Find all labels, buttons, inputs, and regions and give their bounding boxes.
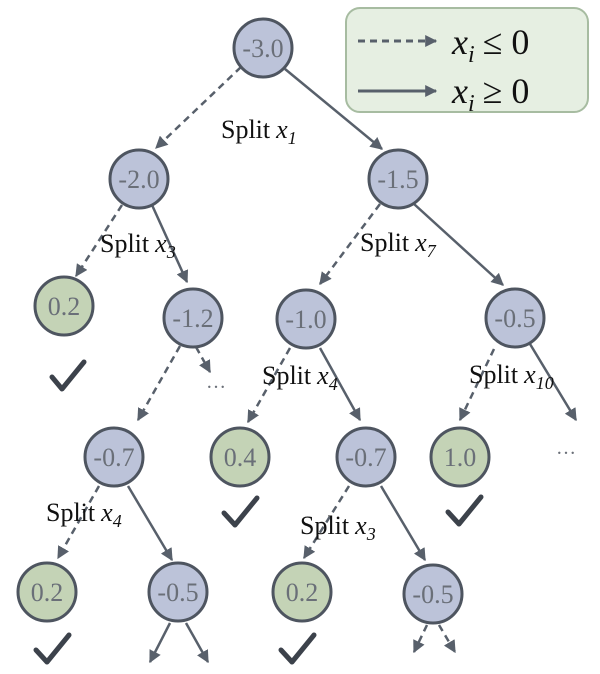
svg-text:-0.5: -0.5 [412, 580, 453, 609]
edge-n12-left [148, 622, 172, 664]
leaf-node: 1.0 [429, 426, 491, 488]
edge-n5-n9 [318, 347, 362, 422]
svg-text:-1.2: -1.2 [172, 304, 213, 333]
node: -1.5 [367, 148, 429, 210]
svg-text:-0.7: -0.7 [93, 443, 134, 472]
leaf-node: 0.4 [209, 426, 271, 488]
edge-n9-n13 [302, 485, 351, 560]
svg-text:1.0: 1.0 [444, 443, 477, 472]
edge-n0-n2 [284, 68, 383, 150]
leaf-node: 0.2 [33, 275, 95, 337]
edge-n14-left [412, 624, 429, 654]
check-icon [221, 495, 260, 528]
svg-text:0.2: 0.2 [286, 578, 319, 607]
node-root: -3.0 [232, 17, 294, 79]
edge-n6-right [528, 343, 578, 422]
tree-nodes: -3.0 -2.0 -1.5 0.2 -1.2 -1.0 -0.5 -0.7 [16, 17, 546, 625]
check-icon [33, 632, 72, 665]
node: -1.2 [162, 287, 224, 349]
legend-dashed-label: xi≤ 0 [451, 22, 529, 68]
ellipsis-n6: … [556, 437, 576, 459]
edge-n5-n8 [246, 347, 292, 424]
edge-n7-n12 [126, 485, 174, 562]
edge-n4-ellipsis [194, 346, 212, 374]
tree-edges [56, 66, 578, 664]
node: -0.7 [335, 426, 397, 488]
svg-text:-3.0: -3.0 [242, 34, 283, 63]
edge-n1-n3 [74, 204, 124, 278]
svg-text:-0.5: -0.5 [494, 304, 535, 333]
node: -2.0 [108, 148, 170, 210]
ellipsis-n4: … [206, 371, 226, 393]
legend-solid-label: xi≥ 0 [451, 71, 529, 117]
legend: xi≤ 0 xi≥ 0 [345, 7, 589, 117]
check-marks [33, 359, 484, 665]
svg-text:-1.5: -1.5 [377, 165, 418, 194]
node: -0.5 [147, 561, 209, 623]
svg-text:-0.5: -0.5 [157, 578, 198, 607]
svg-text:0.4: 0.4 [224, 443, 257, 472]
node: -0.5 [402, 563, 464, 625]
svg-text:-2.0: -2.0 [118, 165, 159, 194]
leaf-node: 0.2 [271, 561, 333, 623]
edge-n12-right [184, 622, 210, 664]
edge-n4-n7 [136, 345, 182, 422]
svg-text:0.2: 0.2 [31, 578, 64, 607]
edge-n2-n6 [413, 203, 504, 286]
svg-text:-0.7: -0.7 [345, 443, 386, 472]
edge-n1-n4 [150, 204, 189, 284]
check-icon [278, 632, 317, 665]
edge-n14-right [437, 624, 457, 654]
legend-box [345, 7, 589, 113]
check-icon [445, 494, 484, 527]
node: -1.0 [275, 288, 337, 350]
edge-n2-n5 [319, 203, 381, 285]
svg-text:-1.0: -1.0 [285, 305, 326, 334]
edge-n6-n10 [458, 348, 496, 422]
leaf-node: 0.2 [16, 561, 78, 623]
node: -0.7 [83, 426, 145, 488]
edge-n7-n11 [56, 485, 101, 560]
check-icon [49, 359, 87, 392]
node: -0.5 [484, 287, 546, 349]
edge-n9-n14 [379, 485, 427, 562]
svg-text:0.2: 0.2 [48, 292, 81, 321]
edge-n0-n1 [155, 66, 242, 149]
